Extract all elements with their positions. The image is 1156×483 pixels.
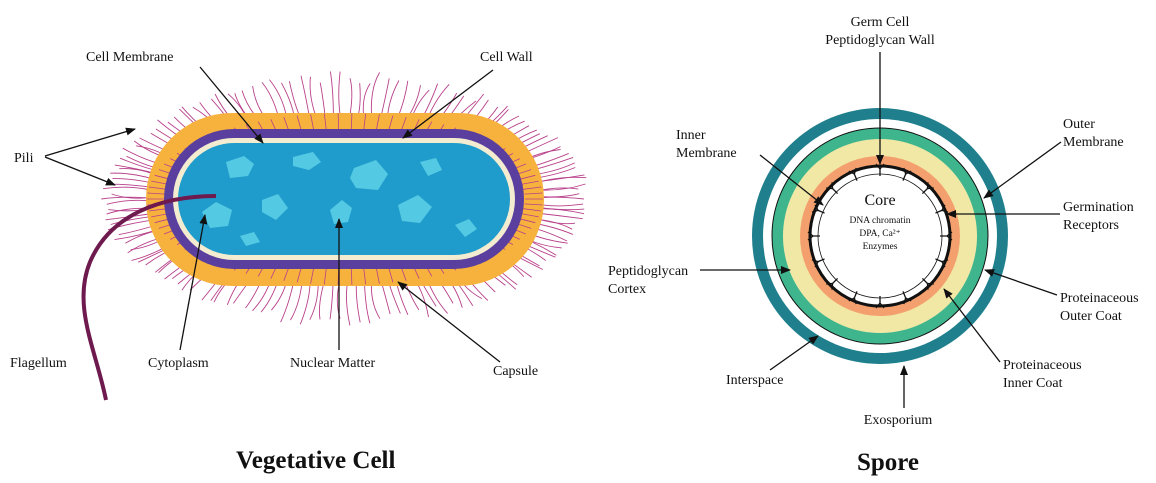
interspace-label: Interspace — [726, 373, 784, 388]
outer-membrane-arrow — [984, 142, 1061, 198]
inner-membrane-label-line1: Inner — [676, 128, 706, 143]
outer-coat-label-line1: Proteinaceous — [1060, 291, 1139, 306]
pili-arrow-lower — [45, 157, 115, 185]
cell-wall-label: Cell Wall — [480, 50, 533, 65]
cytoplasm-region — [178, 143, 510, 255]
spore-title: Spore — [857, 449, 919, 476]
cell-membrane-label: Cell Membrane — [86, 50, 173, 65]
outer-membrane-label-line2: Membrane — [1063, 135, 1124, 150]
inner-coat-label-line2: Inner Coat — [1003, 376, 1063, 391]
spore-diagram: Core DNA chromatin DPA, Ca²⁺ Enzymes Ger… — [608, 15, 1139, 476]
cytoplasm-label: Cytoplasm — [148, 356, 209, 371]
peptidoglycan-cortex-label-line2: Cortex — [608, 282, 646, 297]
pili-arrow-upper — [45, 129, 135, 156]
core-title: Core — [864, 192, 895, 209]
germination-receptors-label-line2: Receptors — [1063, 218, 1119, 233]
core-line-dna: DNA chromatin — [850, 216, 911, 226]
germ-cell-wall-label-line1: Germ Cell — [851, 15, 910, 30]
vegetative-cell-diagram: Cell Membrane Cell Wall Pili Flagellum C… — [10, 50, 586, 474]
outer-membrane-label-line1: Outer — [1063, 117, 1095, 132]
exosporium-label: Exosporium — [864, 413, 933, 428]
inner-membrane-label-line2: Membrane — [676, 146, 737, 161]
germ-cell-wall-label-line2: Peptidoglycan Wall — [825, 33, 935, 48]
core-line-dpa: DPA, Ca²⁺ — [859, 229, 900, 239]
flagellum-label: Flagellum — [10, 356, 67, 371]
interspace-arrow — [770, 336, 818, 370]
vegetative-cell-title: Vegetative Cell — [236, 447, 395, 474]
peptidoglycan-cortex-label-line1: Peptidoglycan — [608, 264, 688, 279]
nuclear-matter-label: Nuclear Matter — [290, 356, 375, 371]
inner-coat-label-line1: Proteinaceous — [1003, 358, 1082, 373]
capsule-label: Capsule — [493, 364, 538, 379]
germination-receptors-label-line1: Germination — [1063, 200, 1134, 215]
capsule-arrow — [398, 282, 500, 362]
core-line-enzymes: Enzymes — [863, 242, 898, 252]
pili-label: Pili — [14, 151, 34, 166]
outer-coat-label-line2: Outer Coat — [1060, 309, 1122, 324]
